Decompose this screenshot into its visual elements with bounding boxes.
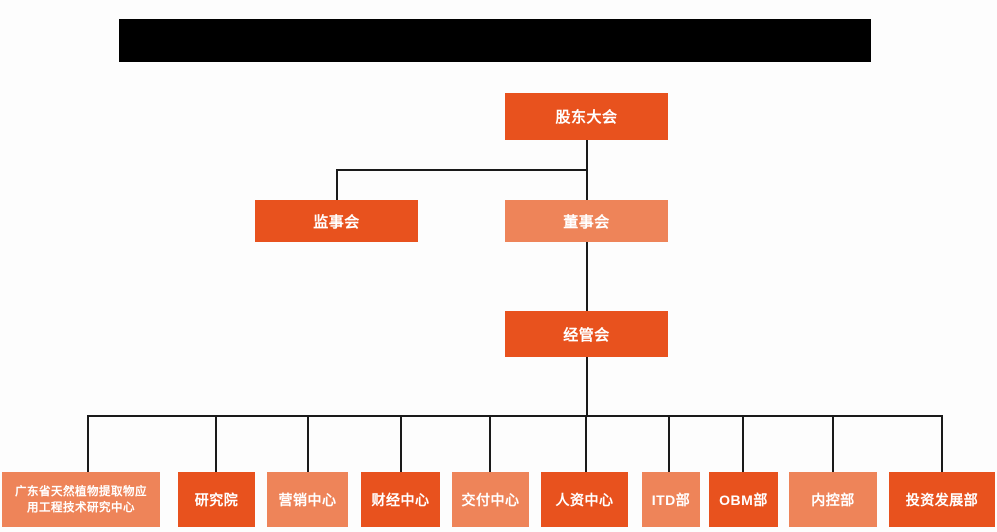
node-hr[interactable]: 人资中心 [541,472,628,527]
connector-level2-bus [336,169,588,171]
node-directors[interactable]: 董事会 [505,200,668,242]
node-investment[interactable]: 投资发展部 [889,472,995,527]
node-supervisors[interactable]: 监事会 [255,200,418,242]
connector-directors-management [586,242,588,311]
node-delivery[interactable]: 交付中心 [452,472,529,527]
connector-to-supervisors [336,169,338,200]
connector-drop-institute [215,415,217,472]
connector-drop-obm [742,415,744,472]
connector-departments-bus [87,415,943,417]
node-shareholders[interactable]: 股东大会 [505,93,668,140]
connector-to-directors [586,169,588,200]
connector-drop-marketing [307,415,309,472]
node-management[interactable]: 经管会 [505,311,668,357]
node-finance[interactable]: 财经中心 [361,472,440,527]
node-marketing[interactable]: 营销中心 [267,472,348,527]
node-institute[interactable]: 研究院 [178,472,255,527]
connector-drop-internal-control [832,415,834,472]
connector-drop-research-center [87,415,89,472]
node-research-center-line2: 用工程技术研究中心 [27,501,135,514]
connector-drop-delivery [489,415,491,472]
connector-drop-investment [941,415,943,472]
node-itd[interactable]: ITD部 [642,472,700,527]
node-research-center[interactable]: 广东省天然植物提取物应 用工程技术研究中心 [2,472,160,527]
connector-management-down [586,357,588,416]
node-research-center-line1: 广东省天然植物提取物应 [15,485,147,498]
node-obm[interactable]: OBM部 [709,472,778,527]
connector-drop-finance [400,415,402,472]
connector-drop-hr [585,415,587,472]
node-internal-control[interactable]: 内控部 [789,472,877,527]
title-banner [119,19,871,62]
connector-shareholders-down [586,140,588,171]
connector-drop-itd [668,415,670,472]
